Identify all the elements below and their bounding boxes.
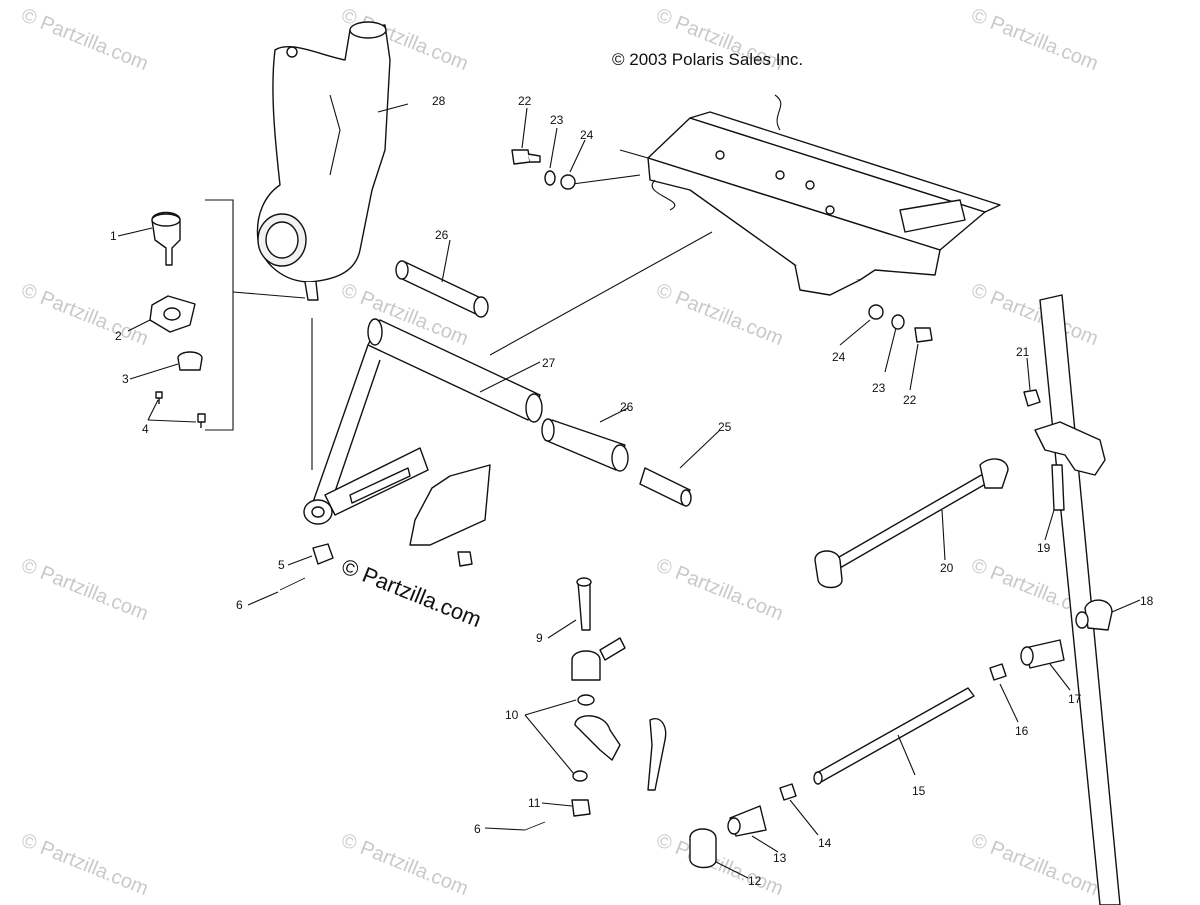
- callout-13: 13: [773, 851, 787, 865]
- callout-12: 12: [748, 874, 762, 888]
- callout-6-bottom: 6: [474, 822, 481, 836]
- callout-24-right: 24: [832, 350, 846, 364]
- callout-20: 20: [940, 561, 954, 575]
- callout-22-top: 22: [518, 94, 532, 108]
- callout-10: 10: [505, 708, 519, 722]
- watermark: © Partzilla.com: [968, 829, 1101, 900]
- callout-25: 25: [718, 420, 732, 434]
- callout-28: 28: [432, 94, 446, 108]
- callout-27: 27: [542, 356, 556, 370]
- watermark: © Partzilla.com: [653, 829, 786, 900]
- callout-9: 9: [536, 631, 543, 645]
- callout-23-right: 23: [872, 381, 886, 395]
- callout-6-left: 6: [236, 598, 243, 612]
- watermark: © Partzilla.com: [18, 4, 151, 75]
- callout-26-lower: 26: [620, 400, 634, 414]
- ball-joint-parts: [149, 211, 206, 428]
- lower-tie-rod: [689, 687, 975, 869]
- callout-14: 14: [818, 836, 832, 850]
- callout-11: 11: [528, 796, 541, 810]
- callout-19: 19: [1037, 541, 1051, 555]
- callout-2: 2: [115, 329, 122, 343]
- leader-lines: [117, 103, 1141, 879]
- bushings: [395, 260, 692, 507]
- callout-4: 4: [142, 422, 149, 436]
- watermarks: © Partzilla.com © Partzilla.com © Partzi…: [18, 4, 1101, 900]
- callout-1: 1: [110, 229, 117, 243]
- callout-26-top: 26: [435, 228, 449, 242]
- callout-21: 21: [1016, 345, 1030, 359]
- callout-16: 16: [1015, 724, 1029, 738]
- watermark: © Partzilla.com: [18, 279, 151, 350]
- group-bracket: [205, 199, 234, 431]
- callout-5: 5: [278, 558, 285, 572]
- center-lower-parts: [279, 543, 667, 831]
- upper-hardware: [511, 149, 933, 343]
- callout-labels: 1 2 3 4 5 6 6 9 10 11 12 13 14 15 16 17 …: [110, 94, 1154, 888]
- watermark: © Partzilla.com: [653, 554, 786, 625]
- watermark: © Partzilla.com: [18, 554, 151, 625]
- callout-23-top: 23: [550, 113, 564, 127]
- steering-assembly: [814, 294, 1121, 905]
- watermark: © Partzilla.com: [18, 829, 151, 900]
- a-arm: [303, 318, 543, 525]
- watermark: © Partzilla.com: [338, 829, 471, 900]
- skid-plate: [409, 464, 491, 546]
- callout-24-top: 24: [580, 128, 594, 142]
- watermark: © Partzilla.com: [968, 4, 1101, 75]
- tie-rod-end-parts: [989, 599, 1113, 681]
- watermark: © Partzilla.com: [653, 279, 786, 350]
- callout-15: 15: [912, 784, 926, 798]
- callout-22-right: 22: [903, 393, 917, 407]
- callout-3: 3: [122, 372, 129, 386]
- callout-17: 17: [1068, 692, 1082, 706]
- callout-18: 18: [1140, 594, 1154, 608]
- copyright-text: © 2003 Polaris Sales Inc.: [612, 50, 803, 69]
- spindle-knuckle: [256, 21, 391, 301]
- watermark: © Partzilla.com: [968, 279, 1101, 350]
- frame-assembly: [489, 94, 1001, 356]
